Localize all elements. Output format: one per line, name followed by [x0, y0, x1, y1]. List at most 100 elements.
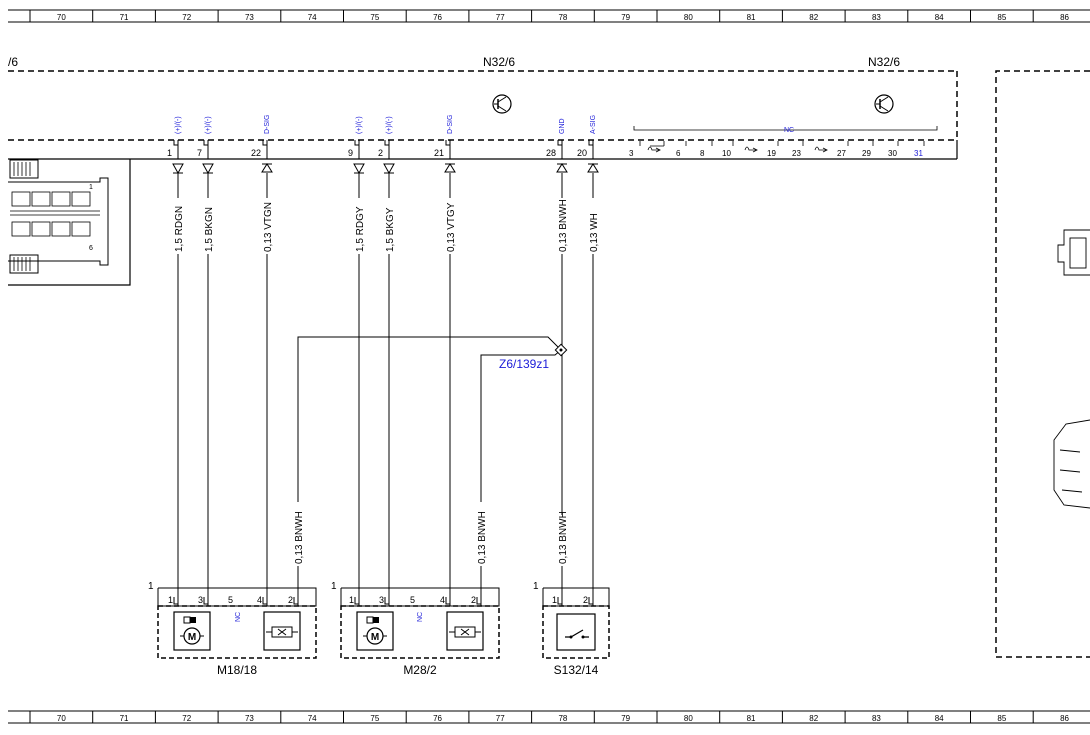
component-pin-number: 5 — [410, 595, 415, 605]
component-pin-number: 5 — [228, 595, 233, 605]
grid-column-label: 76 — [433, 13, 442, 22]
grid-column-label: 81 — [747, 714, 756, 723]
wire: 0,13 VTGY — [446, 173, 457, 597]
grid-column-label: 77 — [496, 714, 505, 723]
wire: 0,13 BNWH — [294, 511, 305, 597]
grid-column-label: 74 — [308, 714, 317, 723]
connector-arrow-icon — [202, 163, 214, 175]
grid-column-label: 75 — [370, 13, 379, 22]
pin-9: (+)/(-)9 — [348, 116, 365, 175]
pin-signal-label: (+)/(-) — [356, 116, 363, 134]
component-pin-number: 4 — [257, 595, 262, 605]
pin-signal-label: D-SIG — [264, 115, 271, 134]
pin-number: 2 — [378, 148, 383, 158]
nc-bracket: NC — [633, 126, 938, 134]
connector-arrow-icon — [587, 163, 599, 173]
plug-number: 1 — [148, 581, 154, 592]
grid-column-label: 81 — [747, 13, 756, 22]
grid-column-label: 86 — [1060, 13, 1069, 22]
grid-column-label: 85 — [997, 13, 1006, 22]
nc-pin-number: 6 — [676, 149, 681, 158]
right-component-box — [995, 70, 1090, 658]
sensor-icon — [263, 611, 301, 651]
wire: 1,5 BKGN — [204, 173, 215, 597]
wire-label: 0,13 BNWH — [477, 511, 488, 564]
pin-number: 20 — [577, 148, 587, 158]
splice-label: Z6/139z1 — [499, 357, 549, 371]
connector-arrow-icon — [444, 163, 456, 173]
grid-column-label: 75 — [370, 714, 379, 723]
component-label: S132/14 — [554, 663, 599, 677]
pin-number: 1 — [167, 148, 172, 158]
grid-column-label: 70 — [57, 13, 66, 22]
wire-label: 0,13 BNWH — [294, 511, 305, 564]
grid-column-label: 76 — [433, 714, 442, 723]
grid-column-label: 70 — [57, 714, 66, 723]
nc-label: NC — [235, 612, 242, 622]
connector-arrow-icon — [261, 163, 273, 173]
control-unit-n32-6: /6 N32/6 N32/6 NC 3 6 8 10 — [8, 55, 958, 175]
component-pin-number: 2 — [583, 595, 588, 605]
component-m18-18: 1 1 3 5 4 2NC M M18/18 — [148, 581, 317, 677]
wire-label: 1,5 RDGN — [174, 206, 185, 252]
wire-label: 1,5 BKGY — [385, 207, 396, 252]
pin-signal-label: (+)/(-) — [386, 116, 393, 134]
wires: 1,5 RDGN 1,5 BKGN 0,13 VTGN 1,5 RDGY 1,5 BKG… — [174, 173, 600, 597]
wire-label: 0,13 VTGN — [263, 202, 274, 252]
grid-column-label: 82 — [809, 13, 818, 22]
connector-arrow-icon — [172, 163, 184, 175]
pin-signal-label: (+)/(-) — [205, 116, 212, 134]
connector-face: 1 6 — [8, 159, 131, 286]
pin-signal-label: GND — [559, 118, 566, 134]
grid-column-label: 71 — [120, 714, 129, 723]
grid-column-label: 72 — [182, 714, 191, 723]
component-pin-number: 1 — [552, 595, 557, 605]
nc-pin-number: 8 — [700, 149, 705, 158]
nc-label: NC — [417, 612, 424, 622]
wire-label: 0,13 VTGY — [446, 202, 457, 252]
grid-column-label: 77 — [496, 13, 505, 22]
motor-icon: M — [356, 611, 394, 651]
pin-number: 21 — [434, 148, 444, 158]
grid-column-label: 72 — [182, 13, 191, 22]
grid-column-label: 79 — [621, 714, 630, 723]
nc-pin-number: 29 — [862, 149, 871, 158]
component-pin-number: 2 — [288, 595, 293, 605]
sensor-icon — [446, 611, 484, 651]
component-pin-number: 3 — [379, 595, 384, 605]
pin-signal-label: A-SIG — [590, 115, 597, 134]
component-pin-number: 1 — [349, 595, 354, 605]
grid-column-label: 71 — [120, 13, 129, 22]
nc-pin-number: 30 — [888, 149, 897, 158]
grid-column-label: 78 — [558, 714, 567, 723]
wire-label: 0,13 WH — [589, 213, 600, 252]
grid-column-label: 73 — [245, 714, 254, 723]
face-pin-number: 6 — [89, 245, 93, 252]
component-label: M18/18 — [217, 663, 257, 677]
pin-signal-label: (+)/(-) — [175, 116, 182, 134]
wire: 1,5 RDGY — [355, 173, 366, 597]
wire: 1,5 RDGN — [174, 173, 185, 597]
pin-7: (+)/(-) 7 — [197, 116, 214, 175]
component-pin-number: 3 — [198, 595, 203, 605]
component-pin-number: 4 — [440, 595, 445, 605]
wire: 0,13 BNWH — [477, 511, 488, 597]
component-pin-number: 1 — [168, 595, 173, 605]
unit-label-center: N32/6 — [483, 55, 515, 69]
grid-column-label: 85 — [997, 714, 1006, 723]
face-pin-number: 1 — [89, 184, 93, 191]
transistor-icon — [492, 94, 512, 114]
grid-column-label: 86 — [1060, 714, 1069, 723]
motor-icon: M — [173, 611, 211, 651]
wire-label: 0,13 BNWH — [558, 199, 569, 252]
nc-pin-number: 31 — [914, 149, 923, 158]
connector-arrow-icon — [556, 163, 568, 173]
pin-number: 7 — [197, 148, 202, 158]
